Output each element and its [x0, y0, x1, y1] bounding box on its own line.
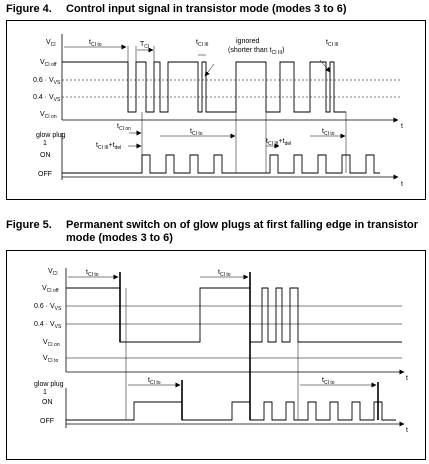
- figure-5-caption: Permanent switch on of glow plugs at fir…: [66, 219, 419, 244]
- f5-glowplug-signal: [66, 401, 396, 421]
- f4-vcion-label: VCI on: [40, 111, 57, 120]
- f5-vcion-label: VCI on: [43, 339, 60, 348]
- f5-control-signal: [66, 287, 402, 343]
- f5-04vvs-label: 0.4 · VVS: [34, 321, 62, 330]
- f5-tcito3-label: tCI to: [148, 377, 161, 386]
- f4-control-signal: [62, 61, 346, 113]
- f4-04vvs-label: 0.4 · VVS: [33, 94, 61, 103]
- f4-glowplug-label: glow plug: [36, 132, 66, 139]
- f5-glowplug-label: glow plug: [34, 381, 64, 388]
- f4-vci-label: VCI: [46, 39, 56, 48]
- f5-vci-label: VCI: [48, 268, 58, 277]
- figure-5-title: Figure 5. Permanent switch on of glow pl…: [6, 219, 426, 247]
- f4-tcion-label: tCI on: [117, 123, 131, 132]
- f4-on-label: ON: [40, 152, 51, 159]
- f4-tdel2-label: tCI III+tdel: [266, 138, 291, 147]
- figure-4-title: Figure 4. Control input signal in transi…: [6, 3, 426, 17]
- f5-tcito4-label: tCI to: [322, 377, 335, 386]
- f4-ignored-label: ignored: [236, 38, 259, 45]
- f4-06vvs-label: 0.6 · VVS: [33, 77, 61, 86]
- figure-4-number: Figure 4.: [6, 3, 52, 15]
- f4-glowplug-signal: [62, 154, 380, 174]
- f4-vcioff-label: VCI off: [40, 59, 57, 68]
- f5-tcito1-label: tCI to: [86, 269, 99, 278]
- f5-t2-label: t: [406, 427, 408, 434]
- f4-ignored-arrow: [204, 63, 215, 77]
- f5-06vvs-label: 0.6 · VVS: [34, 303, 62, 312]
- figure-5-frame: [6, 250, 426, 460]
- f5-on-label: ON: [42, 399, 53, 406]
- figure-4-frame: [6, 20, 426, 200]
- figure-4-caption: Control input signal in transistor mode …: [66, 3, 347, 15]
- f4-tciiil2-label: tCI III: [326, 39, 339, 48]
- figure-4-diagram: VCI VCI off 0.6 · VVS 0.4 · VVS VCI on t…: [33, 34, 403, 188]
- f4-t2-label: t: [401, 181, 403, 188]
- f4-tciiil-label: tCI III: [196, 39, 209, 48]
- f4-glowplug-1-label: 1: [43, 140, 47, 147]
- f4-tcito3-label: tCI to: [322, 128, 335, 137]
- f5-vcioff-label: VCI off: [42, 285, 59, 294]
- f4-tcito2-label: tCI to: [190, 128, 203, 137]
- figure-5-diagram: VCI VCI off 0.6 · VVS 0.4 · VVS VCI on V…: [34, 268, 408, 434]
- figure-5-number: Figure 5.: [6, 219, 52, 231]
- f5-t-label: t: [406, 375, 408, 382]
- f4-tci-label: TCI: [140, 41, 149, 50]
- f4-off-label: OFF: [38, 171, 52, 178]
- f5-tcito2-label: tCI to: [218, 269, 231, 278]
- f5-vcito-label: VCI to: [43, 355, 58, 364]
- f5-glowplug-1-label: 1: [43, 389, 47, 396]
- f4-ignored-arrow-2: [319, 59, 331, 73]
- f4-tcito-label: tCI to: [89, 39, 102, 48]
- f4-t-label: t: [401, 123, 403, 130]
- f4-shorter-label: (shorter than tCI III): [228, 47, 284, 56]
- f5-off-label: OFF: [40, 418, 54, 425]
- f4-tdel1-label: tCI III+tdel: [96, 142, 121, 151]
